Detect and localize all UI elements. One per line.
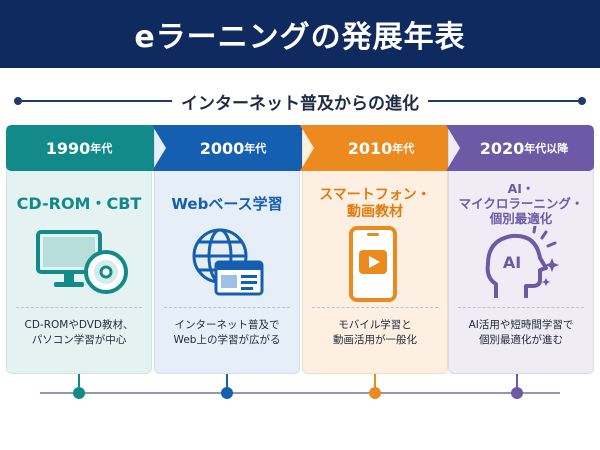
era-divider-2010 (312, 307, 438, 308)
smartphone-video-icon (349, 226, 397, 302)
era-suffix: 年代 (392, 142, 415, 155)
subtitle-row: インターネット普及からの進化 (0, 86, 600, 116)
era-header-shape-2020 (446, 125, 594, 171)
timeline-line (40, 392, 560, 394)
subtitle-line-right (428, 100, 582, 102)
era-suffix: 年代以降 (524, 142, 569, 155)
era-desc-1990: CD-ROMやDVD教材、 パソコン学習が中心 (24, 319, 134, 347)
timeline-dot-2000 (221, 387, 233, 399)
timeline-dot-2010 (369, 387, 381, 399)
timeline-dot-2020 (511, 387, 523, 399)
era-year: 2000 (199, 138, 245, 158)
era-title-2010: スマートフォン・ 動画教材 (319, 187, 431, 220)
timeline-stem-1990 (78, 374, 80, 388)
ai-head-icon: AI (485, 226, 559, 298)
era-divider-1990 (16, 307, 142, 308)
timeline-stem-2010 (374, 374, 376, 388)
computer-cd-icon (36, 230, 128, 294)
era-divider-2000 (164, 307, 290, 308)
timeline-dot-1990 (73, 387, 85, 399)
era-title-2020: AI・ マイクロラーニング・ 個別最適化 (458, 180, 584, 226)
era-header-shape-1990 (6, 125, 166, 171)
era-year: 2010 (347, 138, 393, 158)
ai-icon-text: AI (503, 253, 521, 272)
era-header-shape-2010 (300, 125, 462, 171)
era-divider-2020 (458, 307, 584, 308)
era-desc-2020: AI活用や短時間学習で 個別最適化が進む (468, 319, 574, 347)
era-year: 1990 (45, 138, 91, 158)
era-desc-2010: モバイル学習と 動画活用が一般化 (333, 319, 417, 347)
era-desc-2000: インターネット普及で Web上の学習が広がる (173, 319, 281, 347)
era-suffix: 年代 (90, 142, 113, 155)
timeline-stem-2020 (516, 374, 518, 388)
era-suffix: 年代 (244, 142, 267, 155)
subtitle: インターネット普及からの進化 (181, 93, 419, 114)
era-title-2000: Webベース学習 (171, 195, 283, 213)
subtitle-line-left (18, 100, 172, 102)
timeline-stem-2000 (226, 374, 228, 388)
page-title: eラーニングの発展年表 (0, 0, 600, 68)
subtitle-dot-right (578, 97, 586, 105)
era-year: 2020 (479, 138, 525, 158)
subtitle-dot-left (14, 97, 22, 105)
globe-browser-icon (192, 228, 264, 296)
era-header-shape-2000 (152, 125, 314, 171)
era-title-1990: CD-ROM・CBT (16, 194, 142, 214)
